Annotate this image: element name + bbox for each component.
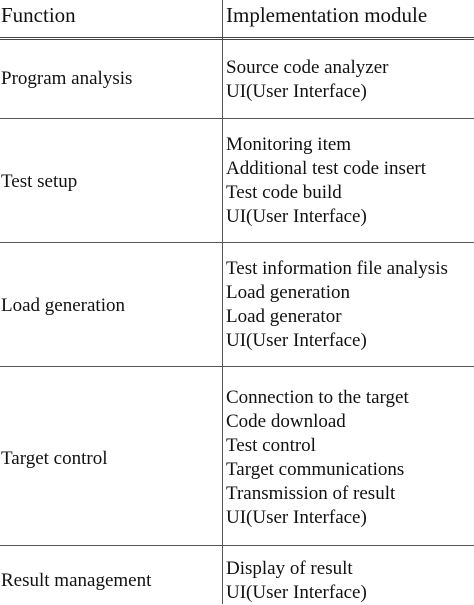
module-item: Target communications (226, 459, 405, 480)
module-item: Test information file analysis (226, 258, 448, 279)
module-item: UI(User Interface) (226, 582, 367, 603)
row-modules-program-analysis: Source code analyzer UI(User Interface) (226, 56, 474, 104)
row-divider (0, 545, 474, 546)
module-item: Code download (226, 411, 346, 432)
module-item: Additional test code insert (226, 158, 426, 179)
row-modules-test-setup: Monitoring item Additional test code ins… (226, 133, 474, 229)
row-function-target-control: Target control (1, 448, 108, 469)
module-item: Test code build (226, 182, 342, 203)
module-item: Transmission of result (226, 483, 396, 504)
module-item: Source code analyzer (226, 57, 389, 78)
row-function-program-analysis: Program analysis (1, 68, 133, 89)
row-divider (0, 366, 474, 367)
row-function-result-management: Result management (1, 570, 152, 591)
column-divider (222, 0, 223, 604)
row-modules-target-control: Connection to the target Code download T… (226, 386, 474, 530)
module-item: Connection to the target (226, 387, 409, 408)
module-item: Monitoring item (226, 134, 352, 155)
row-divider (0, 242, 474, 243)
row-function-test-setup: Test setup (1, 171, 78, 192)
row-modules-load-generation: Test information file analysis Load gene… (226, 257, 474, 353)
module-item: UI(User Interface) (226, 206, 367, 227)
module-item: UI(User Interface) (226, 330, 367, 351)
header-function: Function (1, 3, 76, 27)
module-item: Load generation (226, 282, 350, 303)
row-modules-result-management: Display of result UI(User Interface) (226, 557, 474, 605)
module-item: Test control (226, 435, 316, 456)
module-item: Load generator (226, 306, 342, 327)
module-item: UI(User Interface) (226, 81, 367, 102)
row-divider (0, 118, 474, 119)
module-item: UI(User Interface) (226, 507, 367, 528)
module-item: Display of result (226, 558, 353, 579)
header-implementation-module: Implementation module (226, 3, 428, 27)
row-function-load-generation: Load generation (1, 295, 125, 316)
header-divider (0, 37, 474, 40)
